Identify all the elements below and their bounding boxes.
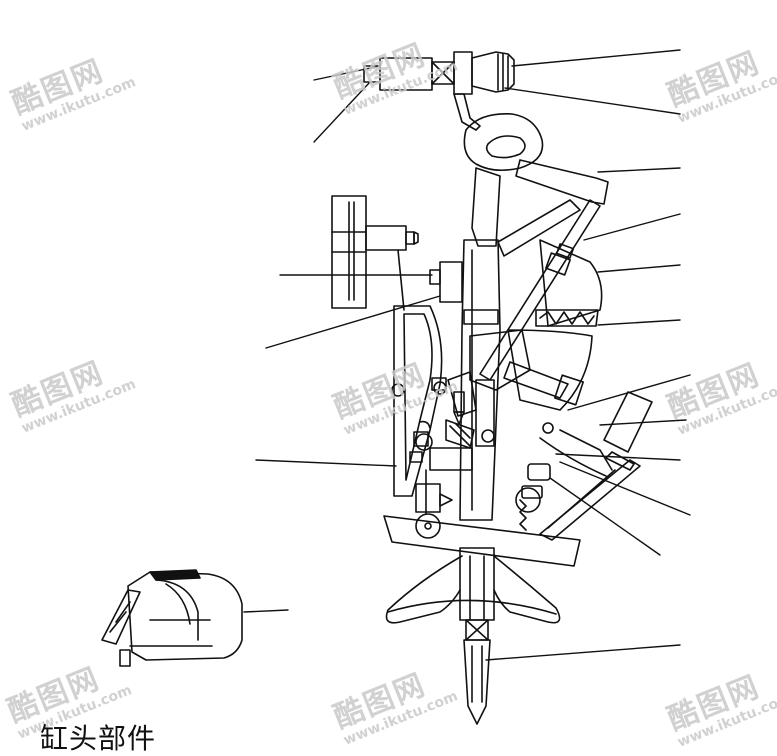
guide-tip <box>405 231 415 245</box>
base-plate <box>383 515 581 567</box>
stand-legs <box>385 555 561 624</box>
cap-ramp <box>101 589 141 645</box>
spring-plate <box>535 309 599 327</box>
middle-mechanism <box>409 371 551 539</box>
stub-rod <box>475 379 495 447</box>
leader-line <box>255 459 397 467</box>
leader-line <box>313 81 371 143</box>
spike <box>463 639 491 725</box>
spring-zig <box>539 311 595 325</box>
screw-housing <box>379 57 433 91</box>
spring-vertical <box>519 499 527 531</box>
spring-housing <box>539 239 603 327</box>
lower-pulley <box>415 513 441 539</box>
knurled-knob <box>471 51 515 93</box>
leader-lines <box>243 49 691 661</box>
central-frame <box>469 199 603 411</box>
top-yoke <box>453 51 473 95</box>
cap-shell <box>127 571 243 661</box>
pendulum-arm <box>559 429 613 471</box>
diag-rod-outer <box>539 459 641 541</box>
cam-head <box>554 374 584 406</box>
leader-line <box>265 295 441 349</box>
pivot-ring <box>391 383 405 397</box>
guide-cap <box>365 225 407 251</box>
small-cylinder <box>409 451 423 463</box>
top-strap <box>497 199 581 257</box>
plate-inner <box>403 313 433 481</box>
leader-line <box>485 644 681 661</box>
pulley-hub <box>424 522 432 530</box>
diagram-caption: 缸头部件 <box>40 722 157 755</box>
small-tab-2 <box>521 485 543 499</box>
plate-outer <box>393 305 443 497</box>
leader-line <box>504 87 681 115</box>
arm-curve <box>539 437 607 477</box>
right-rod <box>539 391 653 541</box>
x-mark <box>465 619 489 641</box>
cam-lever <box>503 361 569 399</box>
screw-tip <box>453 411 465 425</box>
lower-shell <box>507 329 593 411</box>
arm-handle <box>515 159 609 205</box>
rod <box>397 249 405 311</box>
hook-block <box>413 431 429 447</box>
clamp-block <box>429 447 473 471</box>
side-pin <box>429 269 441 285</box>
top-screw-assembly <box>363 51 515 95</box>
arm-neck <box>453 93 481 131</box>
cap-top-band <box>149 569 201 581</box>
stand-arch <box>387 599 557 615</box>
leader-line <box>313 65 381 81</box>
cap-inner-arch <box>155 579 199 641</box>
column-body <box>459 239 501 521</box>
leader-line <box>597 167 681 173</box>
hatch <box>449 425 471 447</box>
leader-line <box>597 264 681 273</box>
leader-line <box>559 461 691 516</box>
angled-cover <box>445 419 475 449</box>
pivot-nut <box>431 377 447 391</box>
arrow-head <box>439 493 453 507</box>
cam-wheel <box>515 487 541 513</box>
pendulum-ring <box>605 451 635 471</box>
pulley-support <box>415 483 441 513</box>
cap-pin <box>119 649 131 667</box>
column-upper <box>471 167 501 247</box>
leader-line <box>243 609 289 613</box>
housing-box <box>555 243 575 259</box>
side-block <box>439 261 463 303</box>
column-slot <box>463 309 499 325</box>
diag-rod-line <box>547 469 616 529</box>
leader-line <box>511 49 681 67</box>
main-column <box>459 167 501 521</box>
guide-knob <box>413 231 419 245</box>
pendulum-body <box>603 391 653 453</box>
cap-inner-arch-2 <box>165 583 191 625</box>
leader-line <box>549 477 661 556</box>
hook-pin <box>415 433 433 451</box>
arm-loop-outer <box>463 113 544 172</box>
small-tab <box>527 463 551 481</box>
small-link <box>542 422 554 434</box>
housing-box <box>545 252 571 276</box>
long-rod <box>479 199 601 381</box>
left-guide <box>331 195 463 311</box>
hatch <box>455 423 471 439</box>
leader-line <box>555 453 681 461</box>
leader-line <box>583 213 681 241</box>
arm-loop-inner <box>485 135 526 159</box>
base <box>383 515 581 725</box>
hook <box>419 420 431 429</box>
leader-line <box>597 319 681 326</box>
stand-post <box>459 547 495 621</box>
ramp-hatch <box>115 601 131 623</box>
cap-component <box>101 569 243 667</box>
roller <box>481 429 495 443</box>
x-mark <box>431 61 455 85</box>
swing-plate <box>391 305 447 497</box>
swing-arm <box>453 93 609 381</box>
ramp-hatch <box>109 611 127 633</box>
